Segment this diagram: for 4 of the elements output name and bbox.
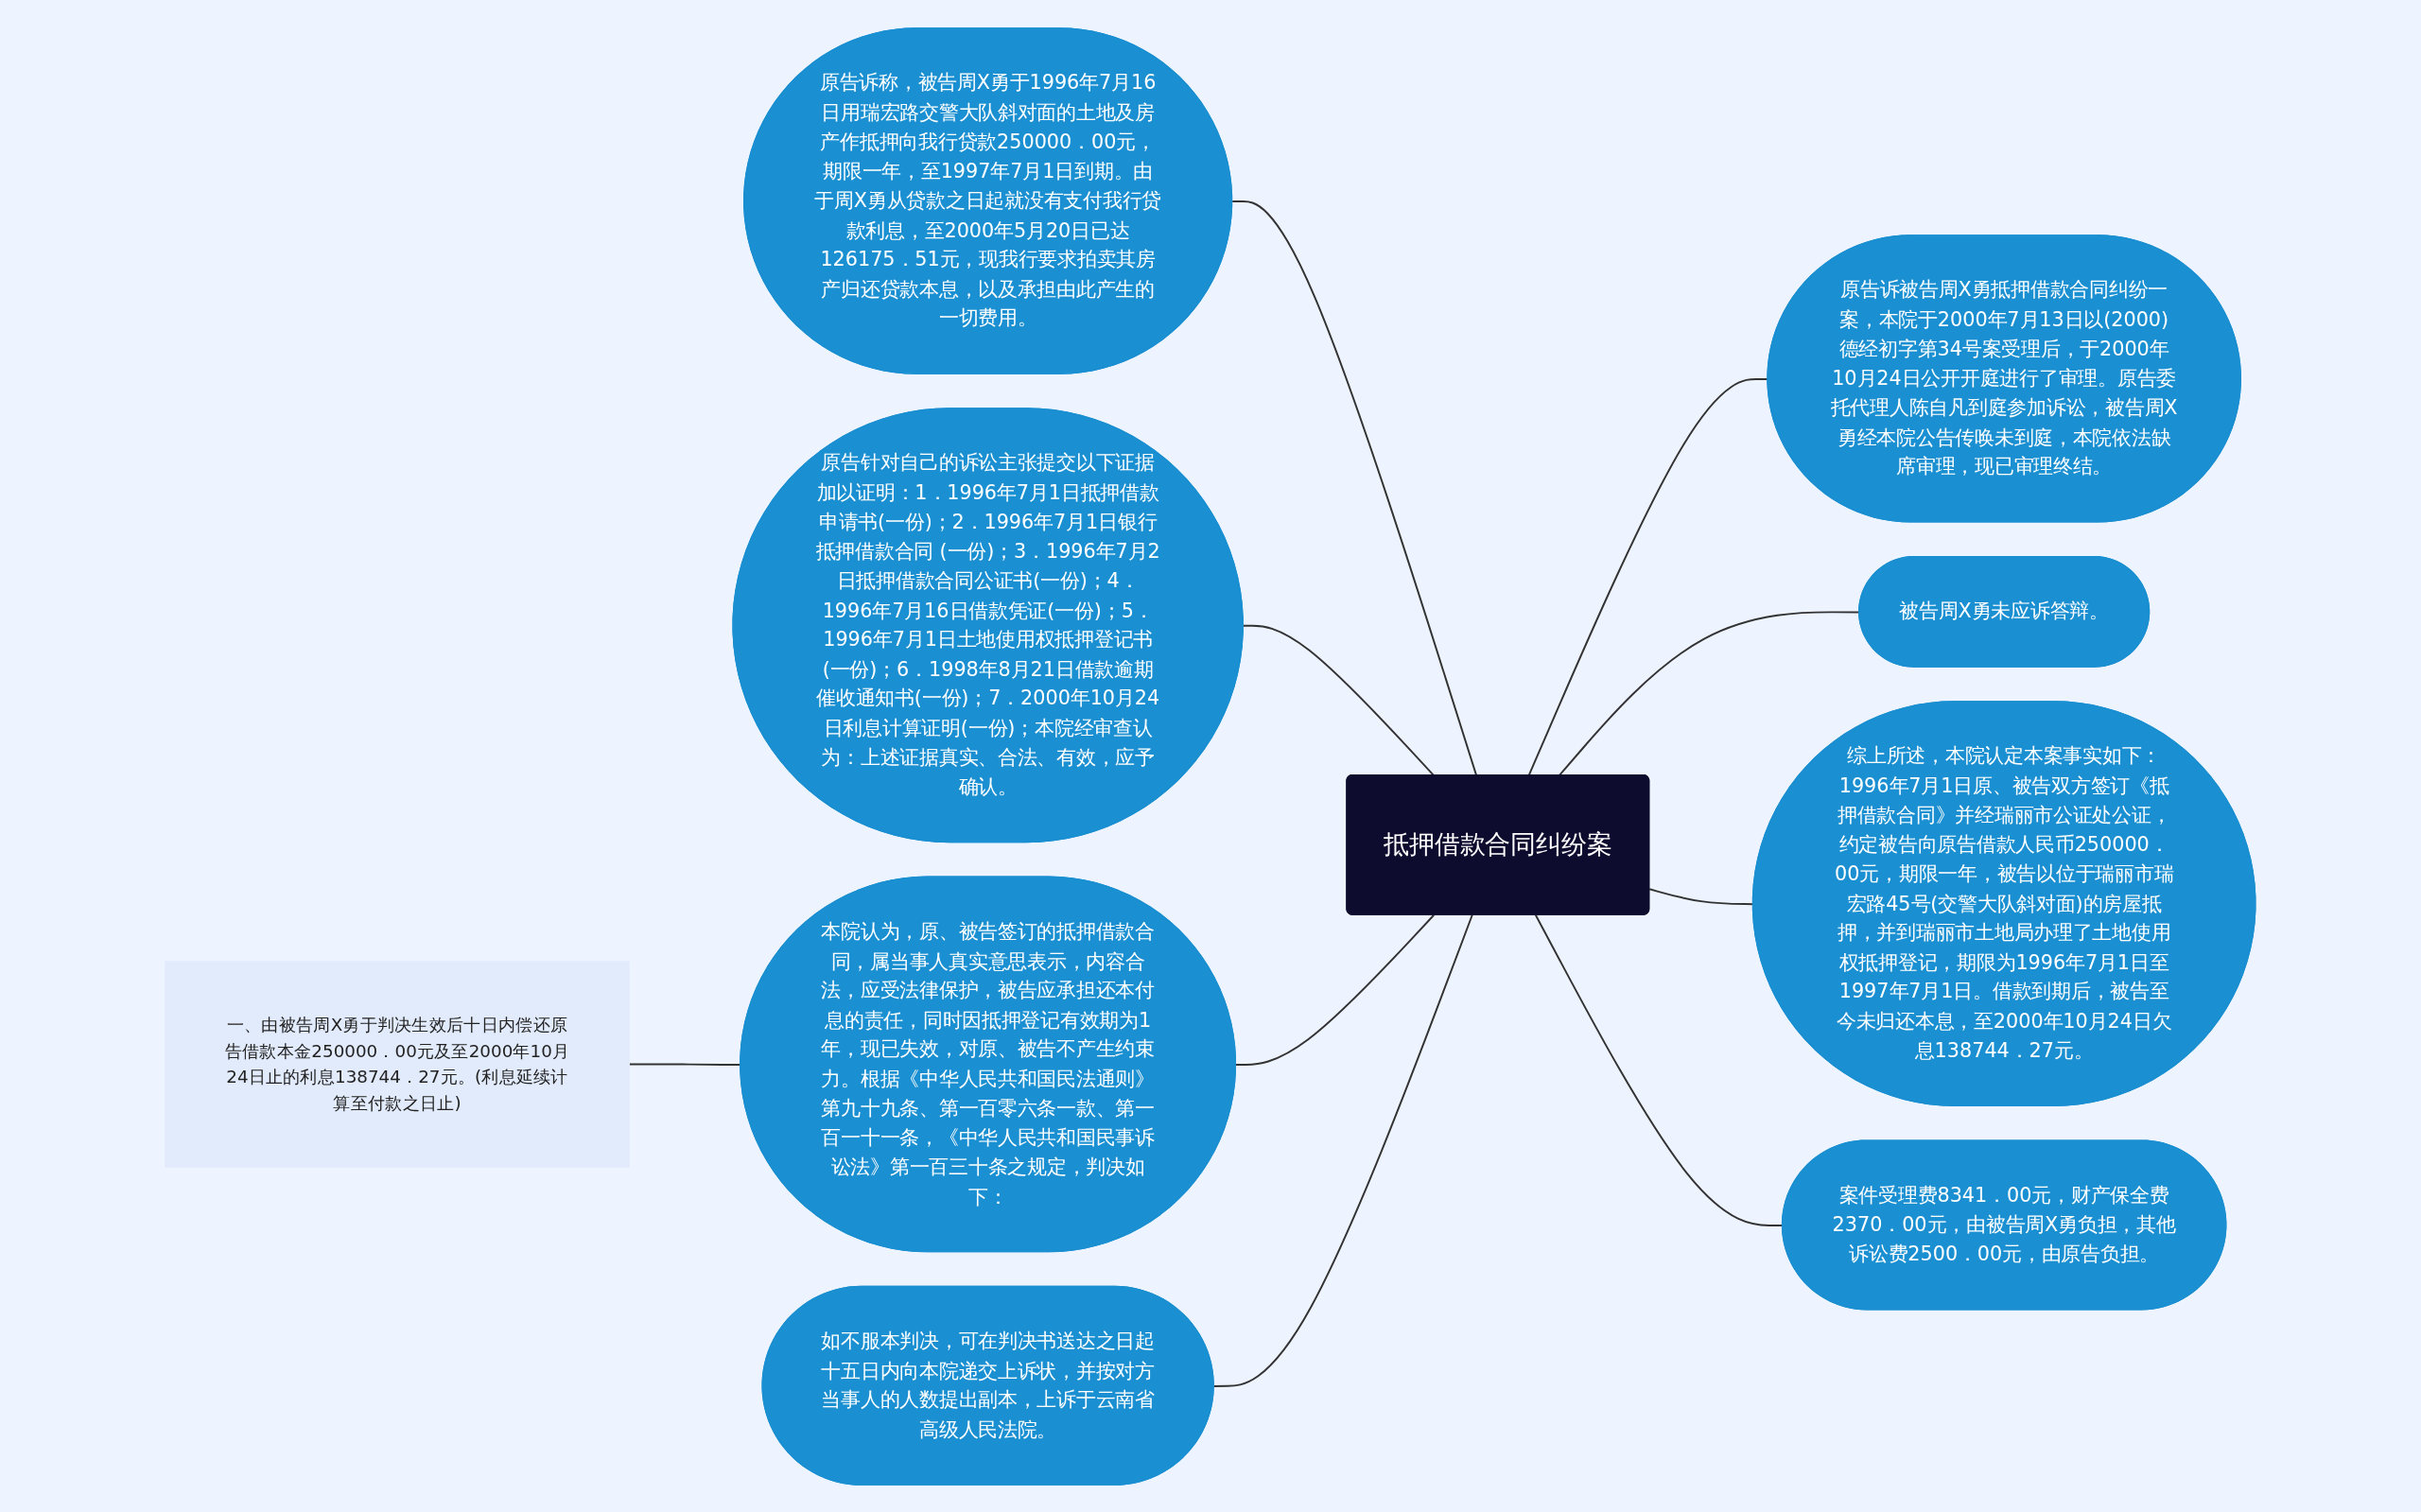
node-box: 一、由被告周X勇于判决生效后十日内偿还原告借款本金250000．00元及至2000年10月24日止的利息138744．27元。(利息延续计算至付款之日止) xyxy=(165,960,631,1168)
connector xyxy=(1231,200,1478,776)
connector xyxy=(1235,913,1436,1066)
connector xyxy=(1243,624,1436,776)
